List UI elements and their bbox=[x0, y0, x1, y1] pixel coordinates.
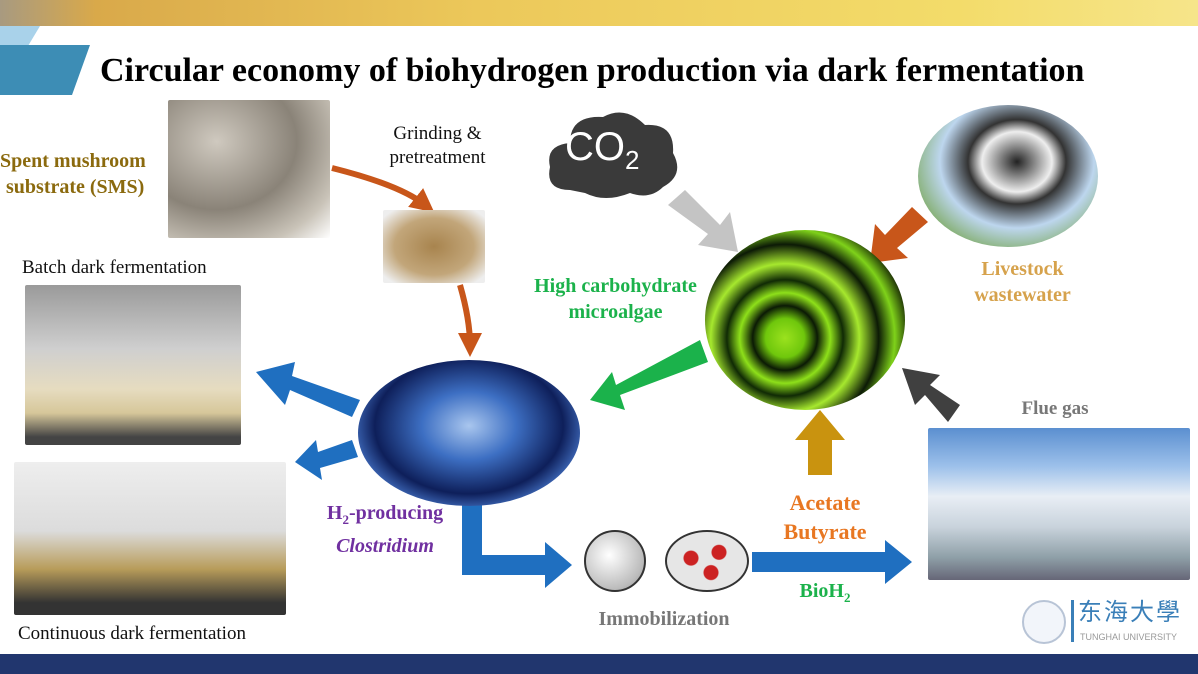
batch-photo bbox=[25, 285, 241, 445]
microalgae-photo bbox=[705, 230, 905, 410]
acetate-text: Acetate bbox=[789, 490, 861, 515]
blue-bioh2-arrow bbox=[752, 540, 912, 584]
blue-arrow-batch bbox=[256, 362, 360, 417]
livestock-line2: wastewater bbox=[974, 284, 1071, 306]
h2-text: H bbox=[326, 502, 343, 524]
orange-wastewater-arrow bbox=[870, 207, 928, 263]
powder-photo bbox=[383, 210, 485, 283]
gold-up-arrow bbox=[795, 410, 845, 475]
bioh2-label: BioH2 bbox=[780, 578, 870, 611]
mushroom-photo bbox=[168, 100, 330, 238]
bottom-bar bbox=[0, 654, 1198, 674]
butyrate-text: Butyrate bbox=[783, 519, 867, 544]
green-arrow bbox=[590, 340, 708, 410]
university-seal-icon bbox=[1022, 600, 1066, 644]
continuous-photo bbox=[14, 462, 286, 615]
logo-english: TUNGHAI UNIVERSITY bbox=[1080, 632, 1178, 642]
decor-shape bbox=[0, 26, 40, 46]
sms-label-line2: substrate (SMS) bbox=[6, 176, 145, 198]
co2-subscript: 2 bbox=[625, 145, 640, 175]
acids-label: Acetate Butyrate bbox=[770, 488, 880, 546]
h2-producing-line: H2-producing bbox=[310, 500, 460, 533]
title-accent-tab bbox=[0, 45, 90, 95]
bioh2-subscript: 2 bbox=[843, 590, 851, 605]
clostridium-label: H2-producing Clostridium bbox=[310, 500, 460, 559]
clostridium-text: Clostridium bbox=[336, 535, 434, 557]
top-decor-bar bbox=[0, 0, 1198, 26]
blue-arrow-continuous bbox=[295, 440, 358, 480]
bead-icon bbox=[584, 530, 646, 592]
grinding-label: Grinding & pretreatment bbox=[375, 122, 500, 170]
sms-label: Spent mushroom substrate (SMS) bbox=[0, 148, 168, 200]
flue-gas-label: Flue gas bbox=[1021, 398, 1089, 419]
microalgae-line2: microalgae bbox=[568, 301, 663, 323]
immobilization-label: Immobilization bbox=[598, 608, 730, 630]
co2-label: CO2 bbox=[565, 125, 639, 176]
dark-arrow bbox=[902, 368, 960, 422]
flue-gas-photo bbox=[928, 428, 1190, 580]
logo-chinese: 东海大學 bbox=[1078, 598, 1182, 626]
grey-arrow bbox=[668, 190, 738, 252]
producing-text: -producing bbox=[348, 502, 444, 524]
logo-divider bbox=[1071, 600, 1074, 642]
blue-elbow-arrow bbox=[462, 505, 572, 588]
grinding-line1: Grinding & bbox=[393, 123, 482, 144]
orange-down-arrow bbox=[457, 284, 482, 357]
grinding-line2: pretreatment bbox=[389, 147, 486, 168]
cow-photo bbox=[918, 105, 1098, 247]
batch-label: Batch dark fermentation bbox=[22, 257, 207, 278]
microalgae-line1: High carbohydrate bbox=[534, 275, 697, 297]
h2-subscript: 2 bbox=[342, 512, 349, 527]
clostridium-photo bbox=[358, 360, 580, 506]
livestock-label: Livestock wastewater bbox=[955, 256, 1090, 308]
slide-title: Circular economy of biohydrogen producti… bbox=[100, 52, 1085, 89]
immobilized-cells-icon bbox=[665, 530, 749, 592]
co2-text: CO bbox=[565, 125, 625, 169]
orange-curved-arrow bbox=[331, 165, 435, 213]
sms-label-line1: Spent mushroom bbox=[0, 150, 146, 172]
co2-cloud-icon bbox=[549, 112, 678, 198]
continuous-label: Continuous dark fermentation bbox=[18, 623, 246, 644]
bioh2-text: BioH bbox=[799, 580, 844, 602]
microalgae-label: High carbohydrate microalgae bbox=[518, 273, 713, 325]
livestock-line1: Livestock bbox=[981, 258, 1064, 280]
